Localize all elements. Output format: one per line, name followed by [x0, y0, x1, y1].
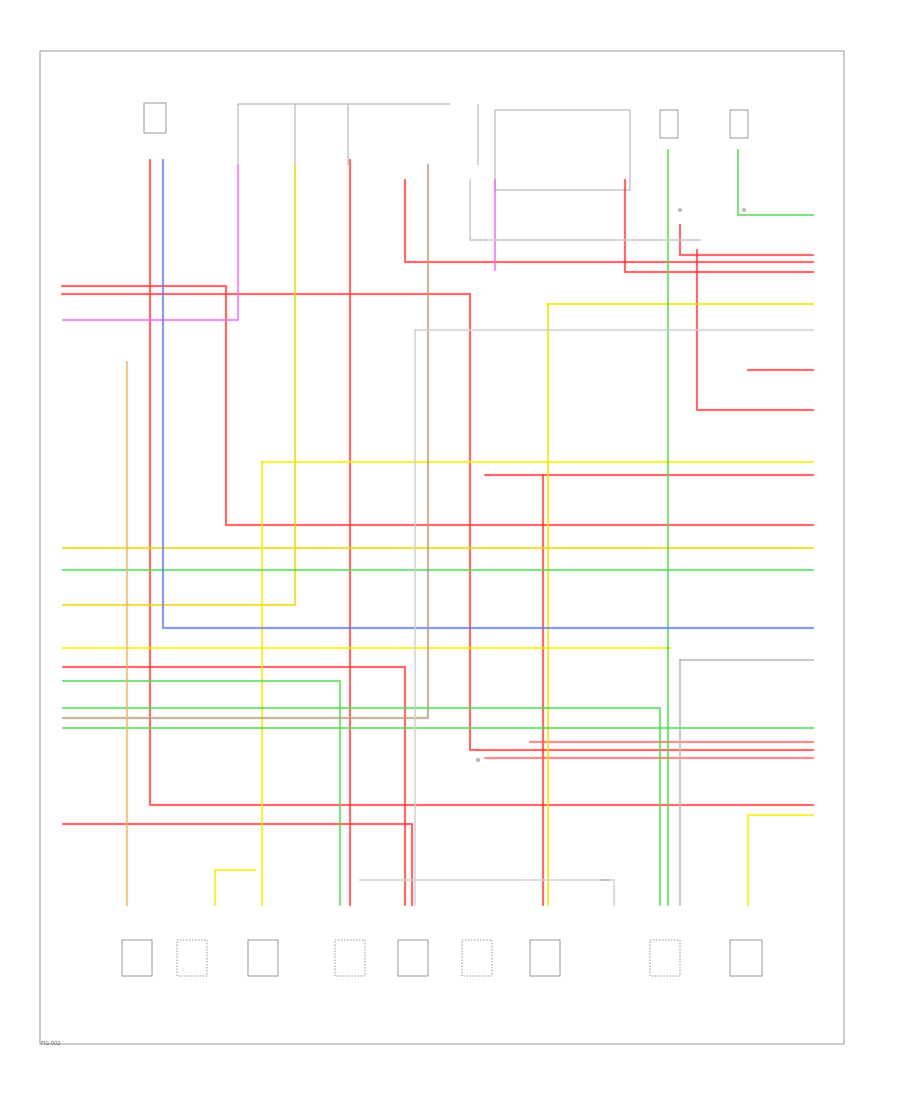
- red-wire-top-left: [60, 284, 815, 527]
- right-top-component-1: [659, 109, 679, 139]
- pink-wire-left: [61, 163, 240, 322]
- red-wire-top: [403, 178, 815, 264]
- junction-dot-top-right-2: [742, 208, 746, 212]
- brown-wire: [61, 163, 430, 720]
- figure-code: FIG.002: [41, 1041, 60, 1047]
- yellow-wire-left: [61, 163, 297, 607]
- bottom-component-5: [397, 939, 429, 977]
- red-wire-top-right: [623, 178, 815, 274]
- bottom-component-8: [649, 939, 681, 977]
- yellow-wire-bottom: [213, 868, 257, 907]
- red-wire-vertical-left: [148, 158, 815, 807]
- right-top-component-2: [729, 109, 749, 139]
- bottom-component-2: [176, 939, 208, 977]
- yellow-wire-bottom-right: [746, 813, 815, 907]
- bottom-component-3: [247, 939, 279, 977]
- blue-wire: [161, 158, 815, 630]
- junction-dot-top-right: [678, 208, 682, 212]
- gray-wire-top: [468, 178, 702, 242]
- red-wire-lower-left: [61, 822, 414, 907]
- top-components: [143, 102, 749, 191]
- bottom-component-1: [121, 939, 153, 977]
- junction-dot: [475, 757, 481, 763]
- top-right-control-box: [494, 109, 631, 191]
- red-wire-right-1: [678, 223, 815, 257]
- green-wire-left: [61, 679, 342, 907]
- bottom-component-6: [461, 939, 493, 977]
- bottom-component-7: [529, 939, 561, 977]
- bottom-component-4: [334, 939, 366, 977]
- connector-dots: [475, 208, 746, 763]
- main-wires: [60, 148, 815, 907]
- green-wire-top-right: [736, 148, 815, 217]
- diagram-frame: [39, 50, 845, 1045]
- red-wire-mid-left: [60, 292, 815, 752]
- bottom-components: [121, 879, 763, 977]
- left-top-component: [143, 102, 167, 134]
- red-wire-bottom-left: [61, 665, 407, 907]
- gray-wire-bottom-center: [358, 878, 616, 907]
- bottom-component-9: [729, 939, 763, 977]
- green-wire-lower: [61, 706, 662, 907]
